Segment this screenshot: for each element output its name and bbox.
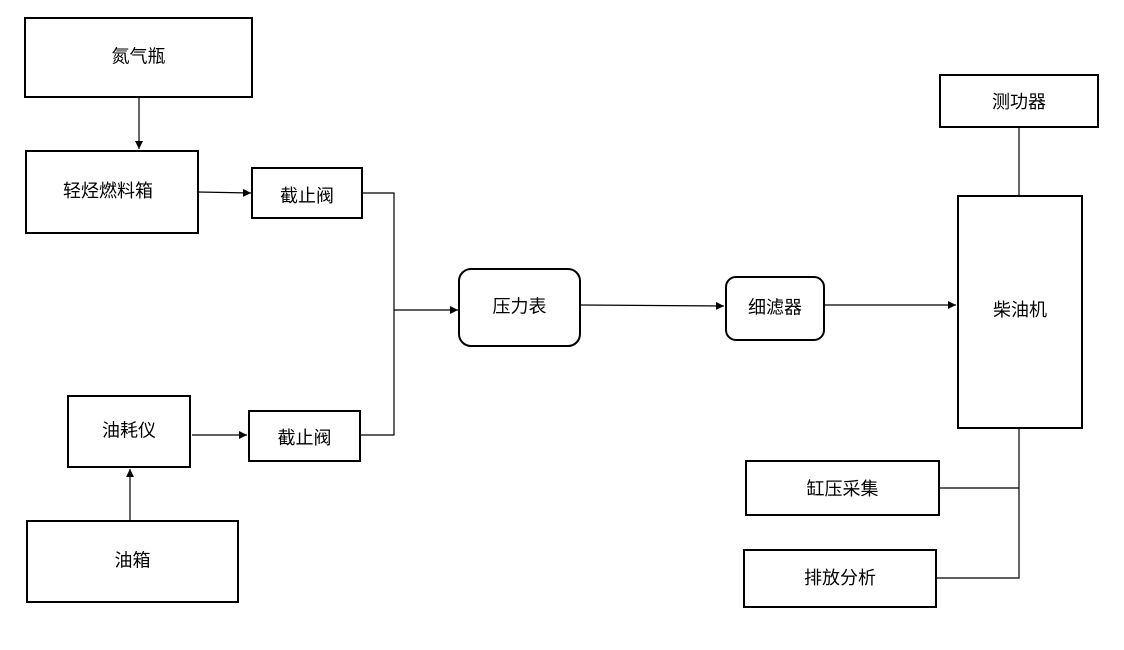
node-label: 柴油机 bbox=[993, 300, 1047, 321]
node-diesel-engine: 柴油机 bbox=[957, 195, 1083, 429]
node-dynamometer: 测功器 bbox=[939, 74, 1099, 128]
node-pressure-gauge: 压力表 bbox=[458, 268, 581, 347]
node-emission-analysis: 排放分析 bbox=[743, 549, 937, 608]
node-label: 截止阀 bbox=[280, 186, 334, 207]
node-label: 氮气瓶 bbox=[112, 47, 166, 68]
node-fine-filter: 细滤器 bbox=[725, 276, 825, 341]
node-label: 油耗仪 bbox=[102, 421, 156, 442]
node-shutoff-valve-bottom: 截止阀 bbox=[248, 410, 361, 462]
node-fuel-meter: 油耗仪 bbox=[67, 395, 191, 468]
node-label: 压力表 bbox=[493, 297, 547, 318]
node-label: 测功器 bbox=[992, 92, 1046, 113]
node-oil-tank: 油箱 bbox=[26, 520, 239, 603]
node-label: 细滤器 bbox=[748, 298, 802, 319]
node-label: 油箱 bbox=[115, 551, 151, 572]
node-label: 排放分析 bbox=[804, 568, 876, 589]
valve-merge-line bbox=[360, 192, 395, 436]
node-label: 缸压采集 bbox=[807, 478, 879, 500]
node-nitrogen-bottle: 氮气瓶 bbox=[24, 17, 253, 98]
node-cylinder-pressure-acquisition: 缸压采集 bbox=[745, 460, 940, 516]
node-light-fuel-tank: 轻烃燃料箱 bbox=[25, 150, 199, 234]
node-label: 截止阀 bbox=[278, 428, 332, 449]
line-engine-to-emission bbox=[936, 428, 1020, 579]
node-shutoff-valve-top: 截止阀 bbox=[251, 167, 363, 219]
node-label: 轻烃燃料箱 bbox=[63, 181, 153, 202]
arrow-pressure-gauge-to-filter bbox=[579, 301, 725, 310]
arrow-fuel-tank-to-valve bbox=[197, 188, 252, 197]
